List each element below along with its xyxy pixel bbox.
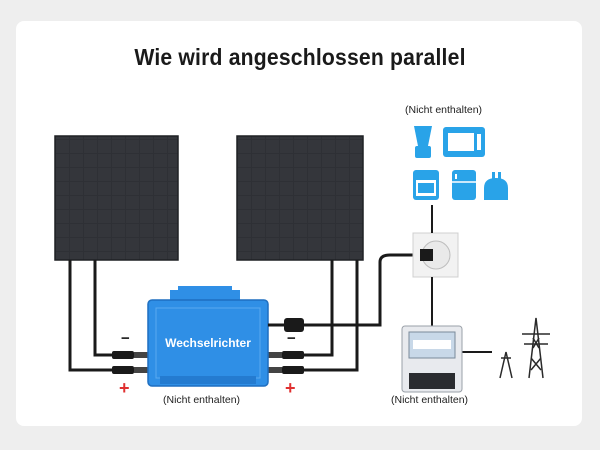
page-title: Wie wird angeschlossen parallel (134, 44, 466, 70)
microwave-icon (443, 127, 485, 157)
toaster-icon (484, 172, 508, 200)
solar-panel-left (54, 135, 179, 261)
appliances-note: (Nicht enthalten) (405, 104, 483, 116)
ac-cable (268, 253, 418, 327)
stove-icon (413, 170, 439, 200)
inverter-label: Wechselrichter (165, 336, 251, 350)
dc-cables (68, 260, 359, 372)
plus-sign-left: + (119, 378, 130, 398)
power-tower-icon (499, 317, 550, 379)
power-outlet-icon (412, 232, 459, 278)
electricity-meter-icon (401, 325, 463, 393)
blender-icon (414, 126, 432, 158)
solar-panel-right (236, 135, 364, 261)
fridge-icon (452, 170, 476, 200)
ac-plug (284, 318, 304, 332)
minus-sign-right: − (287, 330, 296, 347)
inverter-note: (Nicht enthalten) (163, 394, 241, 406)
plus-sign-right: + (285, 378, 296, 398)
mc4-connectors (112, 351, 304, 374)
inverter (147, 286, 269, 387)
minus-sign-left: − (121, 330, 130, 347)
meter-note: (Nicht enthalten) (391, 394, 469, 406)
